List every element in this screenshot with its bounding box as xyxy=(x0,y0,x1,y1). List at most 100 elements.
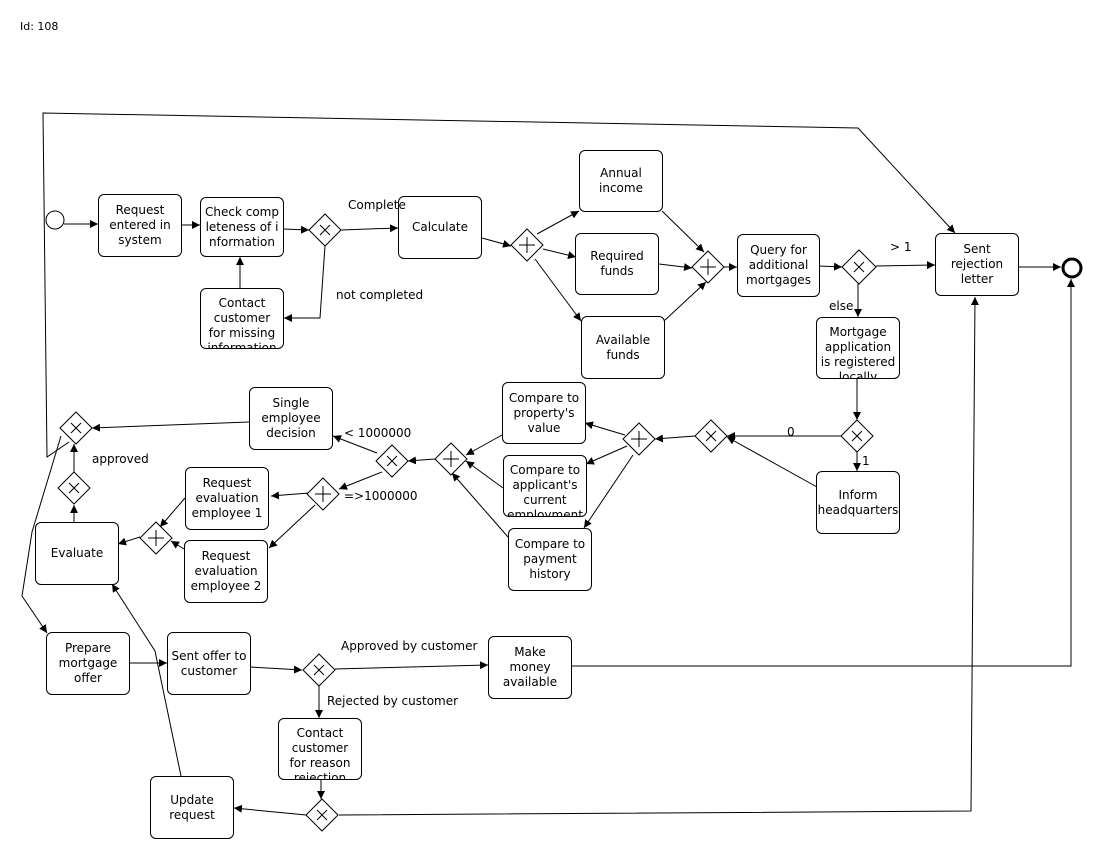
task-label: Request entered in system xyxy=(109,203,171,247)
exclusive-gateway-completeness[interactable] xyxy=(308,213,342,247)
task-sent-offer[interactable]: Sent offer to customer xyxy=(167,632,251,695)
label-approved: approved xyxy=(92,452,149,466)
task-label: Compare to payment history xyxy=(514,537,586,581)
task-label: Mortgage application is registered local… xyxy=(820,325,896,379)
label-else: else xyxy=(829,299,854,313)
task-label: Required funds xyxy=(590,249,644,278)
task-contact-customer-reason[interactable]: Contact customer for reason rejection xyxy=(278,718,362,780)
task-label: Calculate xyxy=(411,220,469,234)
exclusive-gateway-amount[interactable] xyxy=(375,444,409,478)
flow xyxy=(585,445,628,465)
task-request-evaluation-1[interactable]: Request evaluation employee 1 xyxy=(185,467,269,530)
task-available-funds[interactable]: Available funds xyxy=(581,316,665,379)
flow xyxy=(726,436,818,488)
task-compare-employment[interactable]: Compare to applicant's current employmen… xyxy=(503,455,587,517)
flow xyxy=(465,434,503,456)
task-label: Contact customer for reason rejection xyxy=(289,726,351,780)
flow-gte-million xyxy=(338,471,383,490)
start-event[interactable] xyxy=(45,210,65,230)
flow xyxy=(117,536,141,546)
flow xyxy=(658,263,693,272)
exclusive-gateway-customer-response[interactable] xyxy=(302,653,336,687)
parallel-gateway-split-evaluation[interactable] xyxy=(306,477,340,511)
parallel-gateway-split-funds[interactable] xyxy=(510,228,544,262)
exclusive-gateway-merge-hq[interactable] xyxy=(694,419,728,453)
label-one: 1 xyxy=(862,454,870,468)
task-label: Compare to applicant's current employmen… xyxy=(507,463,583,517)
flow-approved-by-customer xyxy=(334,661,489,670)
task-label: Available funds xyxy=(595,332,651,362)
label-gt-one: > 1 xyxy=(890,240,912,254)
flow xyxy=(536,210,580,235)
flow xyxy=(270,491,310,500)
task-inform-headquarters[interactable]: Inform headquarters xyxy=(816,471,900,534)
task-label: Annual income xyxy=(599,166,643,195)
task-update-request[interactable]: Update request xyxy=(150,776,234,839)
flow xyxy=(233,804,307,816)
task-contact-customer-missing[interactable]: Contact customer for missing information xyxy=(200,288,284,349)
flow-lt-million xyxy=(332,435,378,454)
task-label: Prepare mortgage offer xyxy=(58,641,118,685)
flow xyxy=(583,454,634,529)
task-annual-income[interactable]: Annual income xyxy=(579,150,663,212)
flow-not-completed xyxy=(284,245,326,322)
label-rejected-by-customer: Rejected by customer xyxy=(327,694,459,708)
task-sent-rejection-letter[interactable]: Sent rejection letter xyxy=(935,233,1019,296)
flow xyxy=(170,540,185,550)
task-compare-payment-history[interactable]: Compare to payment history xyxy=(508,528,592,591)
task-compare-property-value[interactable]: Compare to property's value xyxy=(502,382,586,444)
task-label: Sent rejection letter xyxy=(950,242,1004,286)
parallel-gateway-join-funds[interactable] xyxy=(691,250,725,284)
task-single-employee-decision[interactable]: Single employee decision xyxy=(249,387,333,450)
task-check-completeness[interactable]: Check completeness of information xyxy=(200,197,284,257)
flow xyxy=(111,583,182,777)
task-request-evaluation-2[interactable]: Request evaluation employee 2 xyxy=(184,540,268,603)
flow xyxy=(249,665,303,674)
parallel-gateway-join-evaluation[interactable] xyxy=(139,521,173,555)
exclusive-gateway-approval[interactable] xyxy=(59,411,93,445)
task-label: Compare to property's value xyxy=(508,390,580,435)
flow xyxy=(159,497,186,528)
task-label: Query for additional mortgages xyxy=(746,243,811,287)
task-label: Request evaluation employee 2 xyxy=(190,549,262,593)
task-required-funds[interactable]: Required funds xyxy=(575,233,659,295)
exclusive-gateway-update[interactable] xyxy=(305,798,339,832)
label-not-completed: not completed xyxy=(336,288,424,302)
exclusive-gateway-registered[interactable] xyxy=(840,419,874,453)
task-query-mortgages[interactable]: Query for additional mortgages xyxy=(737,234,820,297)
task-registered-locally[interactable]: Mortgage application is registered local… xyxy=(816,317,900,379)
task-make-money-available[interactable]: Make money available xyxy=(488,636,572,699)
task-prepare-mortgage-offer[interactable]: Prepare mortgage offer xyxy=(46,632,130,695)
parallel-gateway-split-compare[interactable] xyxy=(622,422,656,456)
flow xyxy=(571,279,1075,667)
flow xyxy=(91,421,250,432)
flow xyxy=(534,258,582,322)
flow xyxy=(451,472,509,538)
flow xyxy=(661,210,705,253)
task-request-entered[interactable]: Request entered in system xyxy=(98,194,182,257)
flow xyxy=(465,460,504,489)
parallel-gateway-join-compare[interactable] xyxy=(434,442,468,476)
flow xyxy=(818,262,843,271)
task-label: Contact customer for missing information xyxy=(207,296,277,349)
end-event[interactable] xyxy=(1061,257,1083,279)
task-label: Request evaluation employee 1 xyxy=(191,476,263,520)
flow xyxy=(21,435,62,634)
exclusive-gateway-evaluation[interactable] xyxy=(57,471,91,505)
flow xyxy=(481,237,512,248)
task-label: Make money available xyxy=(502,645,558,689)
label-lt-million: < 1000000 xyxy=(344,426,412,440)
label-complete: Complete xyxy=(348,198,406,212)
diagram-id: Id: 108 xyxy=(20,20,59,33)
flow xyxy=(584,421,626,436)
flow xyxy=(663,281,707,322)
task-evaluate[interactable]: Evaluate xyxy=(35,522,119,585)
task-label: Update request xyxy=(169,792,215,822)
exclusive-gateway-mortgages[interactable] xyxy=(841,249,877,285)
flow xyxy=(338,296,979,816)
flow xyxy=(654,434,696,443)
task-calculate[interactable]: Calculate xyxy=(398,196,482,259)
flow-complete xyxy=(340,224,399,233)
task-label: Evaluate xyxy=(50,546,104,560)
